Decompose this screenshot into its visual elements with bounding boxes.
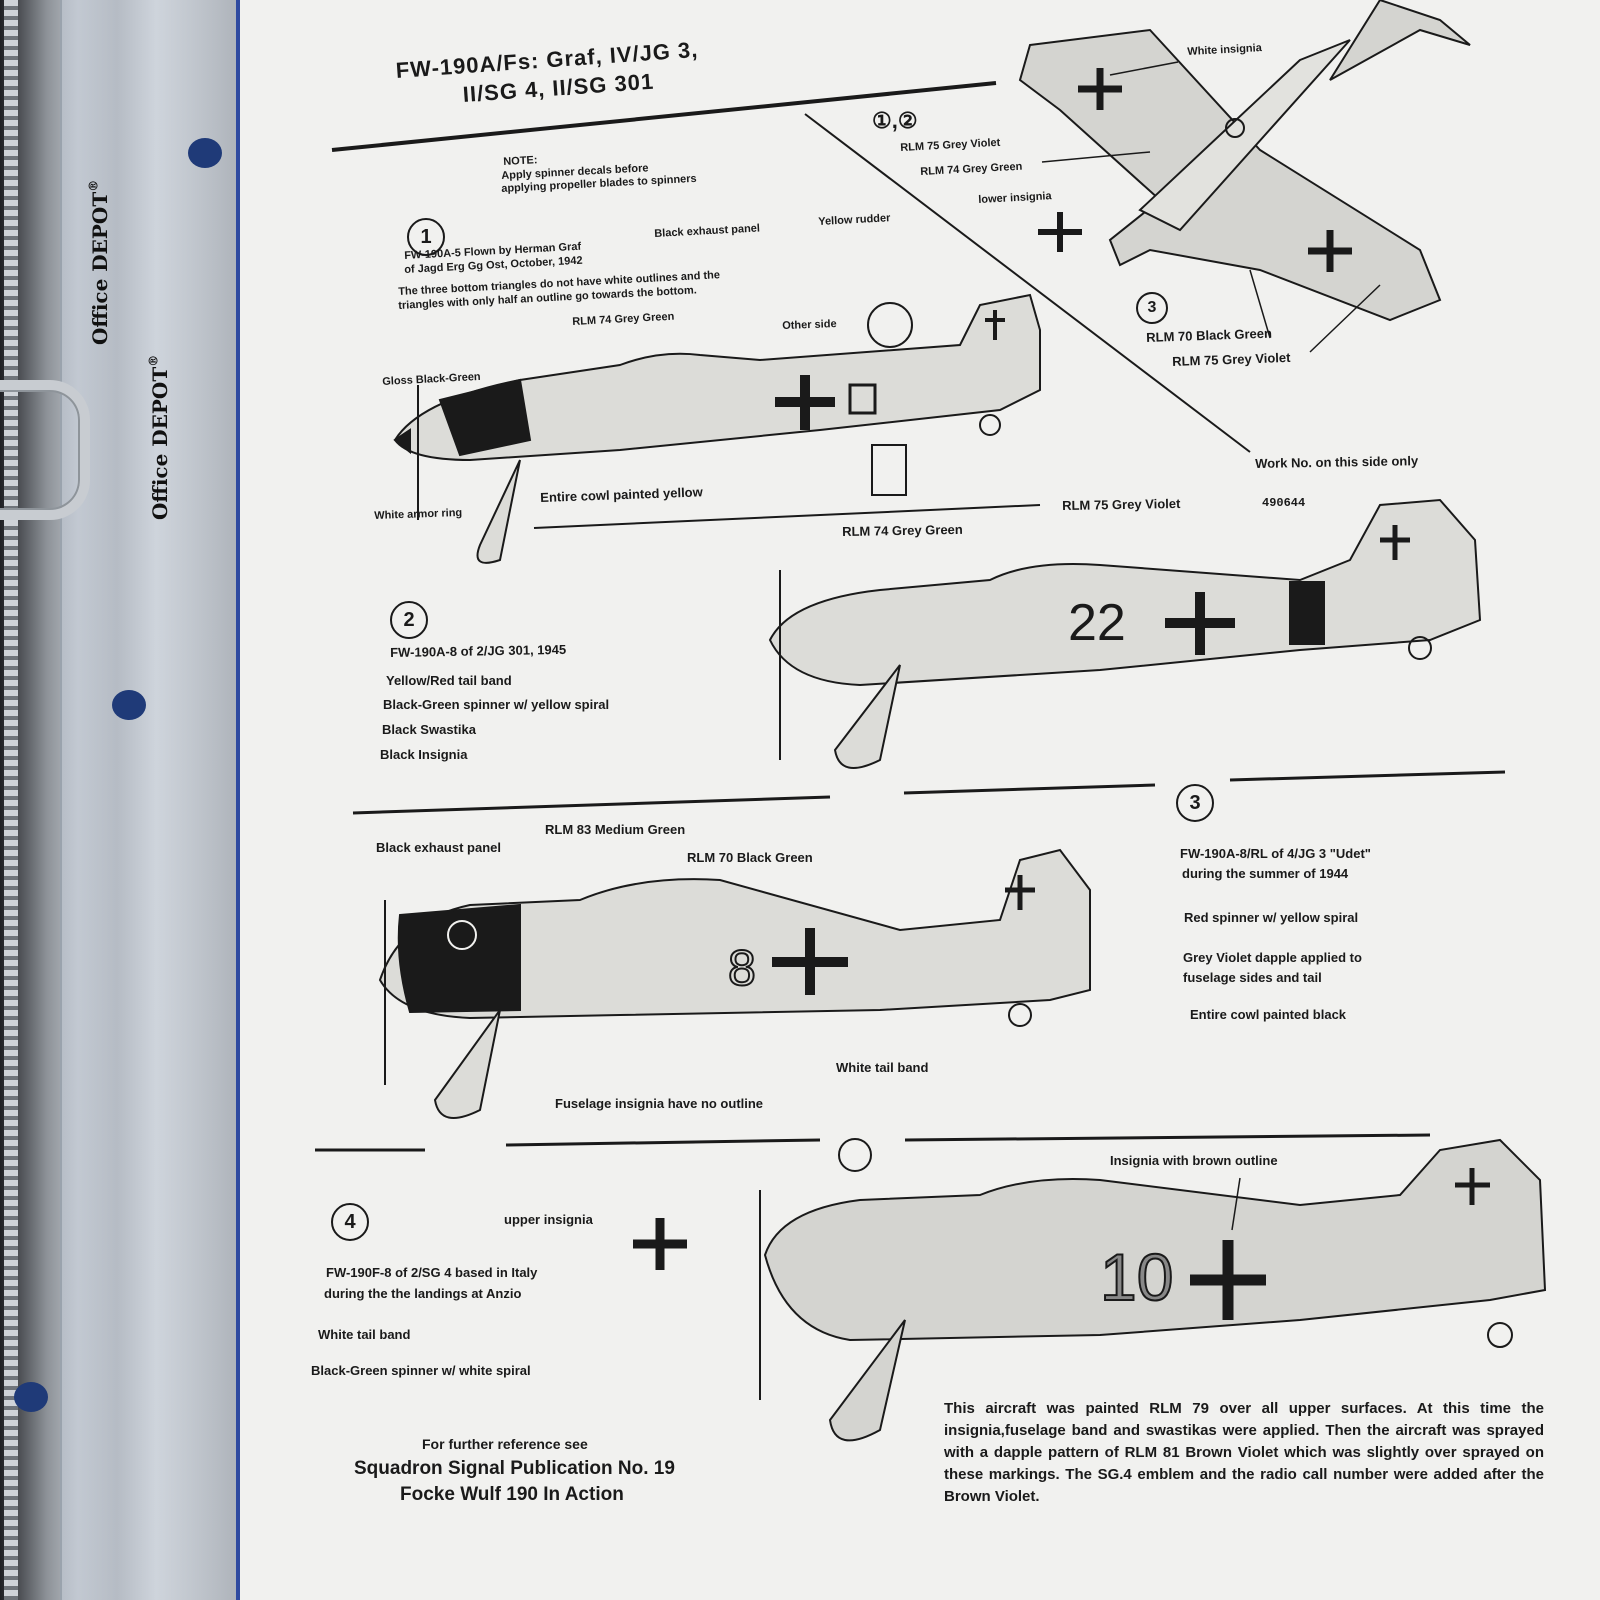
label-grey-violet-2: RLM 75 Grey Violet — [1062, 495, 1181, 513]
aircraft-1-profile — [393, 293, 1041, 564]
label-other-side: Other side — [782, 318, 837, 332]
note-heading: NOTE: — [503, 154, 538, 168]
label-insignia-outline: Fuselage insignia have no outline — [555, 1096, 764, 1111]
aircraft-3-item: Grey Violet dapple applied to — [1183, 950, 1362, 965]
label-work-no: Work No. on this side only — [1255, 453, 1419, 471]
label-black-green-3: RLM 70 Black Green — [687, 850, 813, 865]
aircraft-4-profile — [759, 1138, 1547, 1442]
punch-hole — [188, 138, 222, 168]
aircraft-3-desc: during the summer of 1944 — [1182, 866, 1349, 881]
aircraft-3-item: Red spinner w/ yellow spiral — [1184, 910, 1359, 925]
sg4-emblem-icon — [838, 1138, 872, 1172]
aircraft-2-profile — [768, 498, 1482, 769]
aircraft-2-item: Black Swastika — [382, 722, 476, 737]
aircraft-2-item: Black-Green spinner w/ yellow spiral — [383, 697, 610, 712]
aircraft-4-paint-note: This aircraft was painted RLM 79 over al… — [944, 1400, 1544, 1505]
label-medium-green: RLM 83 Medium Green — [545, 822, 686, 837]
aircraft-1-number: 1 — [407, 218, 445, 256]
plan-view-ref: ①,② — [872, 108, 918, 133]
aircraft-4-item: White tail band — [318, 1327, 411, 1342]
code-8: 8 — [728, 940, 756, 996]
label-brown-outline: Insignia with brown outline — [1110, 1153, 1278, 1168]
graf-emblem-icon — [867, 302, 913, 348]
aircraft-4-number: 4 — [331, 1203, 369, 1241]
binder-ring — [0, 380, 90, 520]
code-10: 10 — [1100, 1240, 1173, 1314]
punch-hole — [112, 690, 146, 720]
label-grey-green-2: RLM 74 Grey Green — [842, 521, 963, 539]
aircraft-2-desc: FW-190A-8 of 2/JG 301, 1945 — [390, 641, 567, 660]
aircraft-4-desc: during the the landings at Anzio — [324, 1286, 522, 1301]
aircraft-3-item: Entire cowl painted black — [1190, 1007, 1347, 1022]
reference-publication: Squadron Signal Publication No. 19 — [354, 1458, 675, 1479]
reference-title: Focke Wulf 190 In Action — [400, 1484, 624, 1505]
label-upper-insignia: upper insignia — [504, 1212, 593, 1227]
punch-hole — [14, 1382, 48, 1412]
upper-insignia-cross — [633, 1218, 687, 1270]
aircraft-2-item: Yellow/Red tail band — [386, 673, 512, 688]
callout-3: 3 — [1136, 292, 1168, 324]
code-22: 22 — [1068, 594, 1126, 652]
label-tail-band-3: White tail band — [836, 1060, 929, 1075]
aircraft-4-item: Black-Green spinner w/ white spiral — [311, 1363, 531, 1378]
reference-line: For further reference see — [422, 1436, 588, 1452]
plan-view-aircraft — [1018, 0, 1471, 322]
plastic-sleeve — [60, 0, 262, 1600]
aircraft-2-number: 2 — [390, 601, 428, 639]
aircraft-3-profile — [378, 848, 1091, 1119]
work-number: 490644 — [1262, 496, 1305, 510]
aircraft-2-item: Black Insignia — [380, 747, 468, 762]
aircraft-3-number: 3 — [1176, 784, 1214, 822]
aircraft-3-desc: FW-190A-8/RL of 4/JG 3 "Udet" — [1180, 846, 1371, 861]
label-exhaust-3: Black exhaust panel — [376, 840, 501, 855]
aircraft-4-desc: FW-190F-8 of 2/SG 4 based in Italy — [326, 1265, 538, 1280]
lower-insignia-cross — [1038, 212, 1082, 252]
aircraft-3-item: fuselage sides and tail — [1183, 970, 1322, 985]
binder-perforation — [4, 0, 18, 1600]
